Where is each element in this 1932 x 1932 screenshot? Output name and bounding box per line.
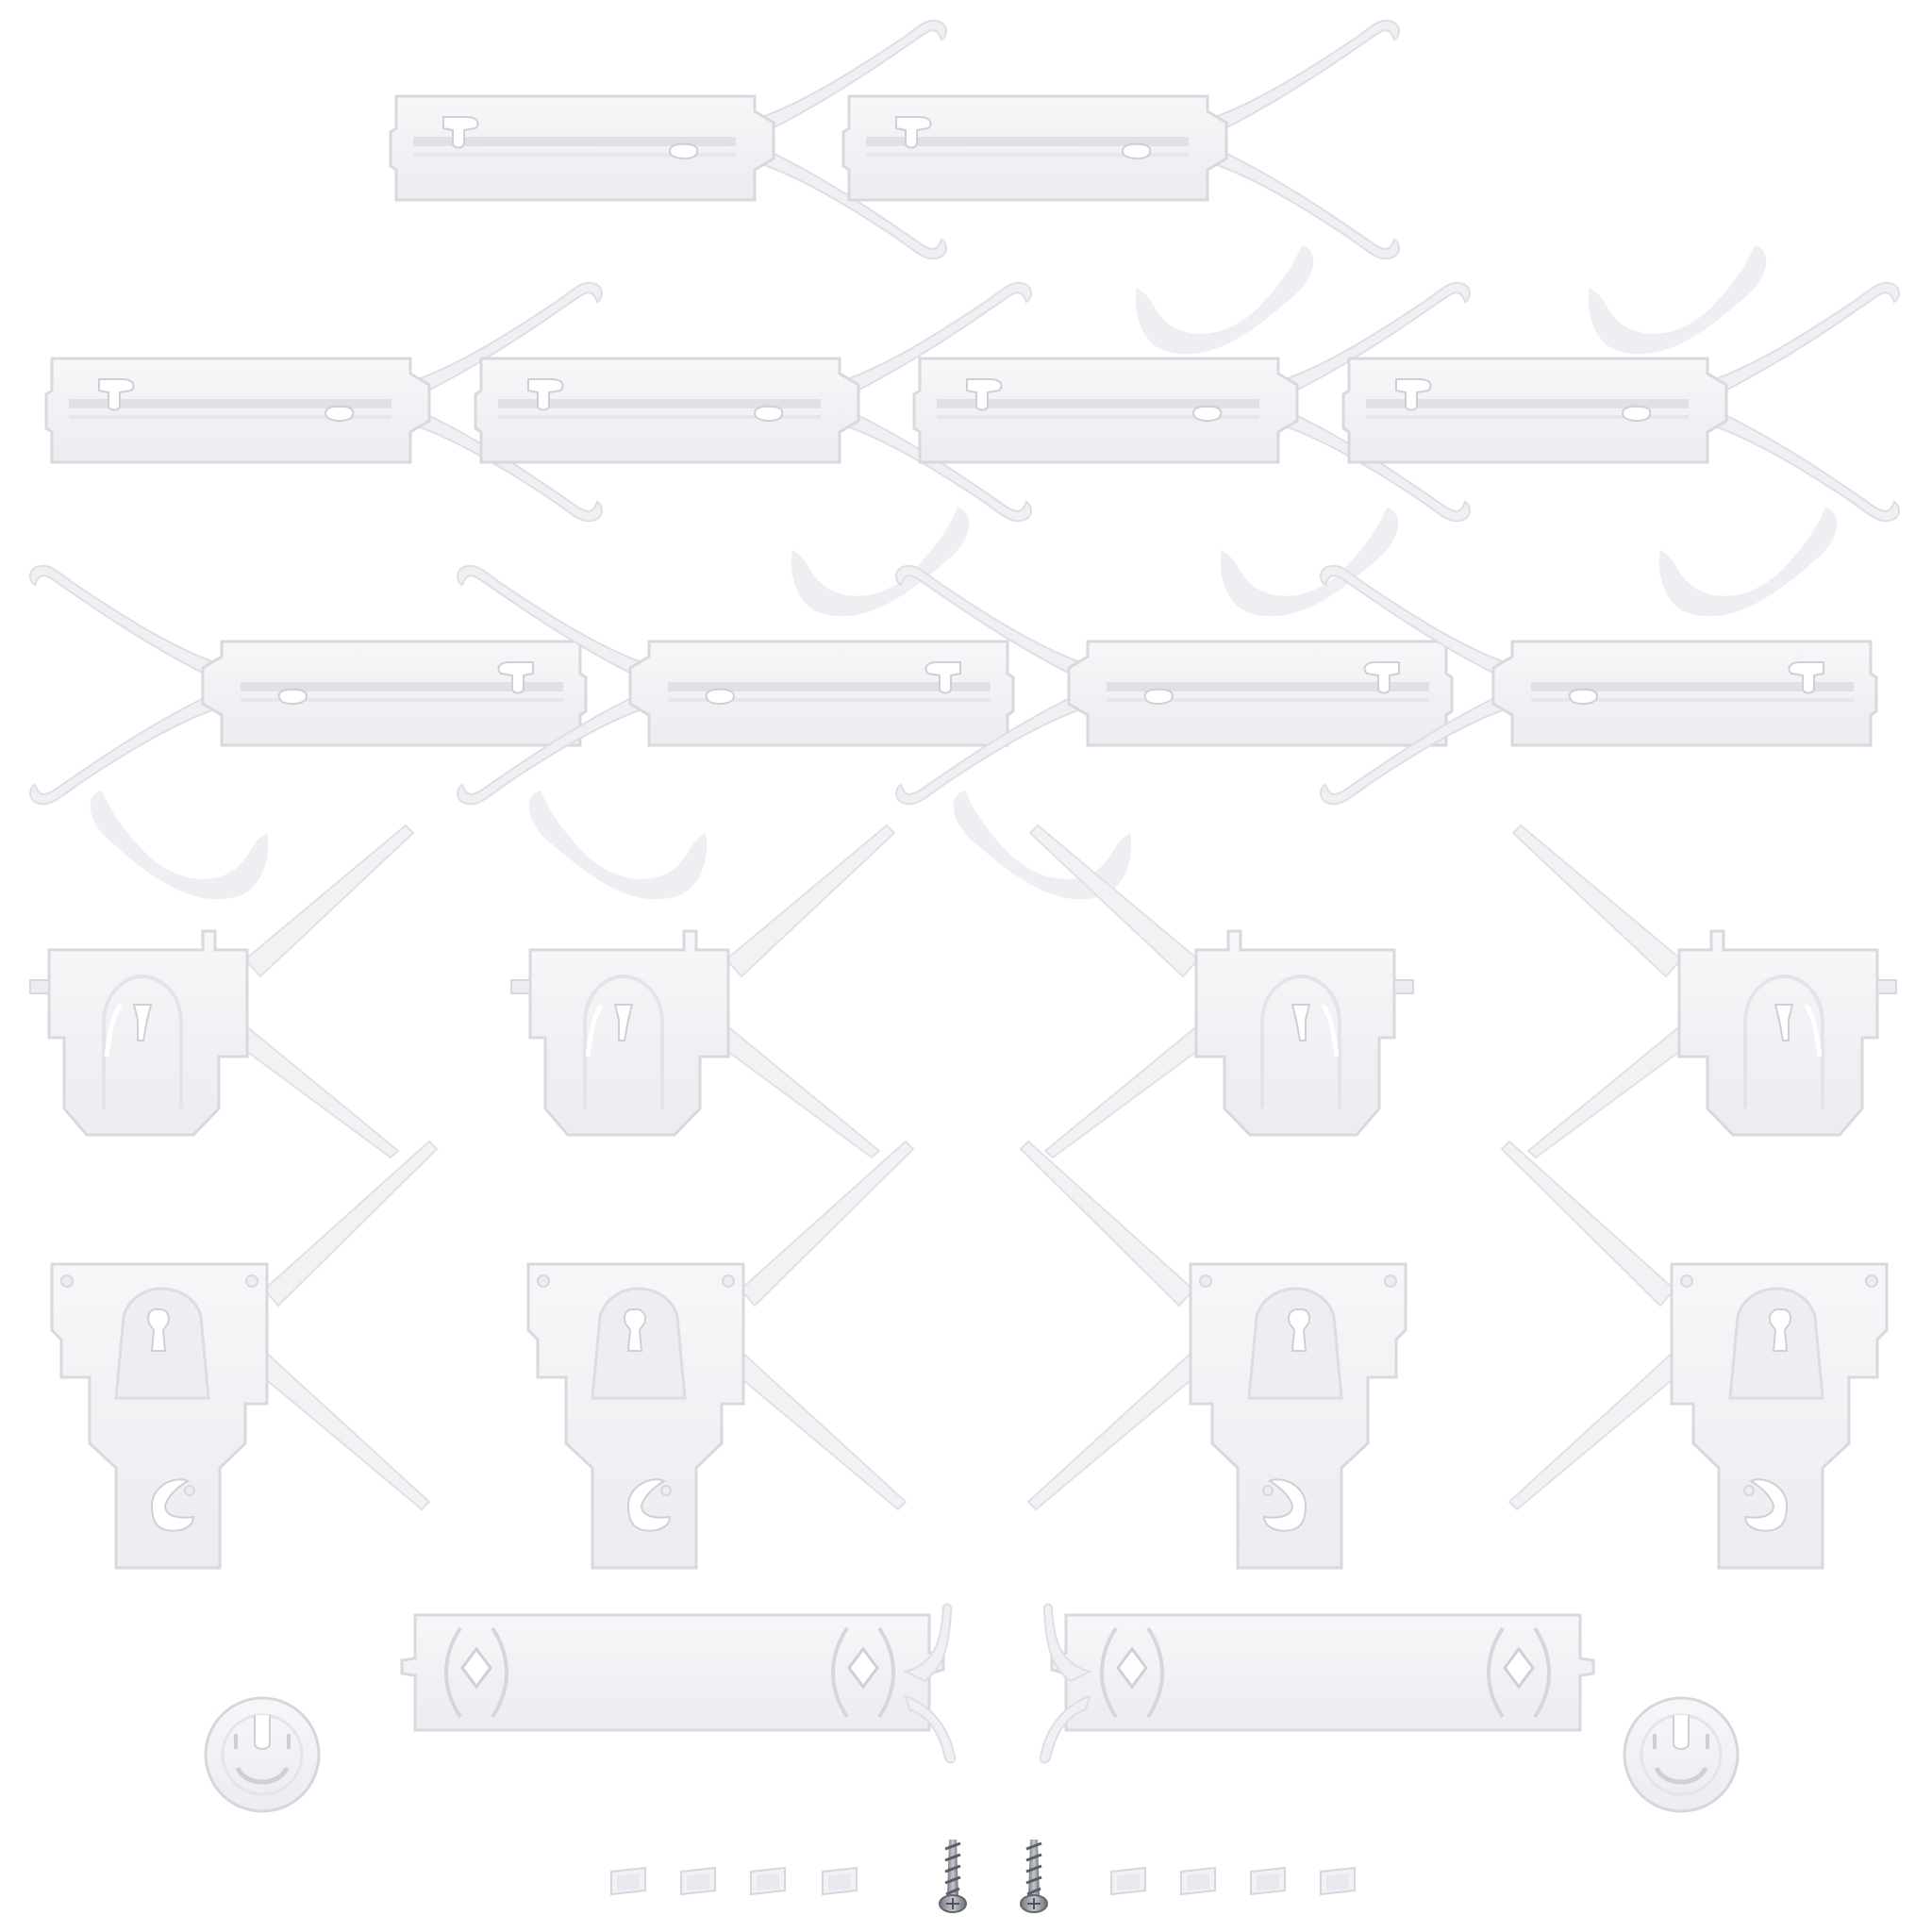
spacer-block-icon (1110, 1867, 1146, 1895)
spacer-block-icon (1180, 1867, 1216, 1895)
round-cap-icon (206, 1698, 319, 1811)
spacer-block-icon (610, 1867, 646, 1895)
round-cap-icon (1624, 1698, 1738, 1811)
spacer-block-icon (822, 1867, 858, 1895)
spacer-block-icon (750, 1867, 786, 1895)
spacer-block-icon (1250, 1867, 1286, 1895)
spacer-block-icon (1320, 1867, 1356, 1895)
spacer-block-icon (680, 1867, 716, 1895)
